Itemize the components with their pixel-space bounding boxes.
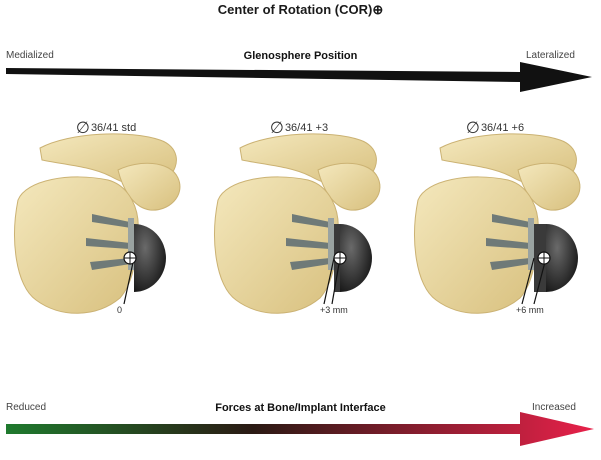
lateralized-label: Lateralized: [526, 50, 575, 61]
panel-3-caption: ∅36/41 +6: [466, 118, 525, 137]
panel-2-caption: ∅36/41 +3: [270, 118, 329, 137]
diameter-icon: ∅: [76, 118, 90, 137]
forces-interface-arrow: [6, 412, 594, 446]
panel-2-illustration: [214, 133, 381, 314]
diameter-icon: ∅: [270, 118, 284, 137]
panel-2-offset-label: +3 mm: [320, 305, 348, 315]
glenosphere-icon: [546, 224, 578, 292]
medialized-label: Medialized: [6, 50, 54, 61]
panel-3-illustration: [414, 133, 581, 314]
glenosphere-position-arrow: [6, 62, 592, 92]
diagram-title: Center of Rotation (COR)⊕: [217, 2, 384, 17]
panel-1-caption: ∅36/41 std: [76, 118, 137, 137]
glenosphere-icon: [340, 224, 372, 292]
panel-1-offset-label: 0: [117, 305, 123, 315]
glenosphere-icon: [134, 224, 166, 292]
glenosphere-position-label: Glenosphere Position: [243, 50, 358, 62]
panel-1-illustration: [14, 133, 181, 314]
increased-label: Increased: [532, 402, 576, 413]
reduced-label: Reduced: [6, 402, 47, 413]
panel-3-offset-label: +6 mm: [516, 305, 544, 315]
forces-interface-label: Forces at Bone/Implant Interface: [215, 402, 386, 414]
diameter-icon: ∅: [466, 118, 480, 137]
